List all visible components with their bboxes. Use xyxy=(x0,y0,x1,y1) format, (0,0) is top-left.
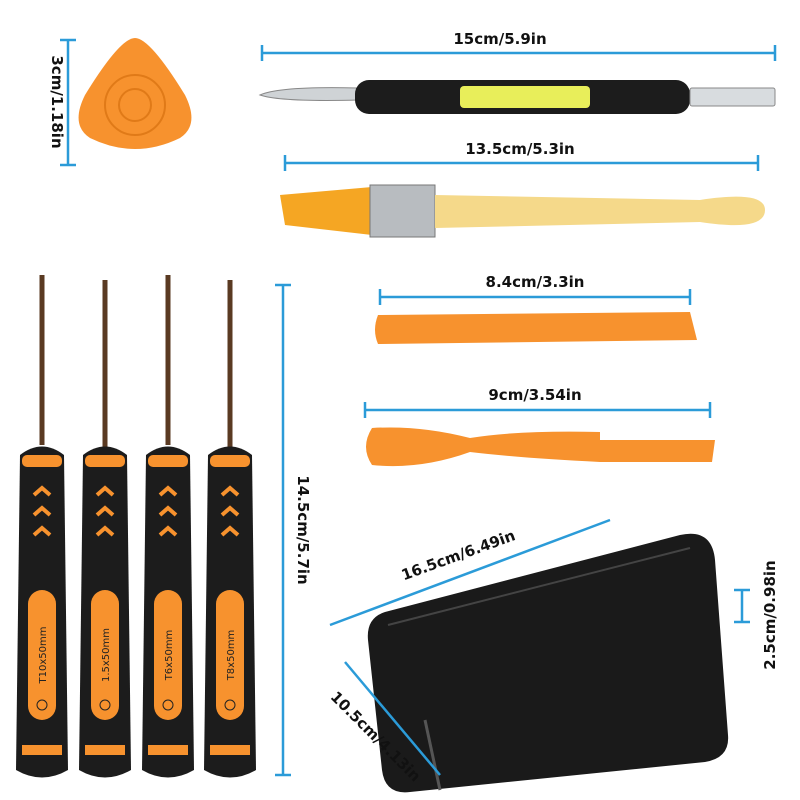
opening-tool xyxy=(366,427,715,467)
case-height-dimension: 2.5cm/0.98in xyxy=(734,560,779,670)
pick-dimension: 3cm/1.18in xyxy=(48,38,76,167)
screwdriver-label: T8x50mm xyxy=(226,630,237,682)
screwdriver-label: T10x50mm xyxy=(38,627,49,685)
screwdriver-dimension-label: 14.5cm/5.7in xyxy=(294,475,312,584)
torx-icon xyxy=(224,699,236,711)
screwdriver-label: T6x50mm xyxy=(164,630,175,682)
pick-dimension-label: 3cm/1.18in xyxy=(48,55,66,148)
triangle-pick xyxy=(78,38,192,149)
pry-bar-dimension: 8.4cm/3.3in xyxy=(378,273,692,305)
screwdriver: T10x50mm xyxy=(16,275,68,778)
opening-tool-dimension: 9cm/3.54in xyxy=(363,386,712,418)
storage-case xyxy=(367,533,729,793)
brush xyxy=(280,184,765,238)
spudger xyxy=(258,80,776,114)
screwdriver-dimension: 14.5cm/5.7in xyxy=(275,283,312,777)
screwdriver-label: 1.5x50mm xyxy=(101,628,112,682)
torx-icon xyxy=(36,699,48,711)
torx-icon xyxy=(162,699,174,711)
brush-dimension-label: 13.5cm/5.3in xyxy=(465,140,574,158)
screwdriver: T8x50mm xyxy=(204,280,256,778)
screwdriver: T6x50mm xyxy=(142,275,194,778)
opening-tool-dimension-label: 9cm/3.54in xyxy=(488,386,581,404)
phillips-icon xyxy=(99,699,111,711)
brush-dimension: 13.5cm/5.3in xyxy=(283,140,760,171)
pry-bar-dimension-label: 8.4cm/3.3in xyxy=(486,273,585,291)
spudger-dimension-label: 15cm/5.9in xyxy=(453,30,546,48)
screwdriver: 1.5x50mm xyxy=(79,280,131,778)
case-height-label: 2.5cm/0.98in xyxy=(761,560,779,669)
spudger-dimension: 15cm/5.9in xyxy=(260,30,777,61)
pry-bar xyxy=(375,312,697,344)
